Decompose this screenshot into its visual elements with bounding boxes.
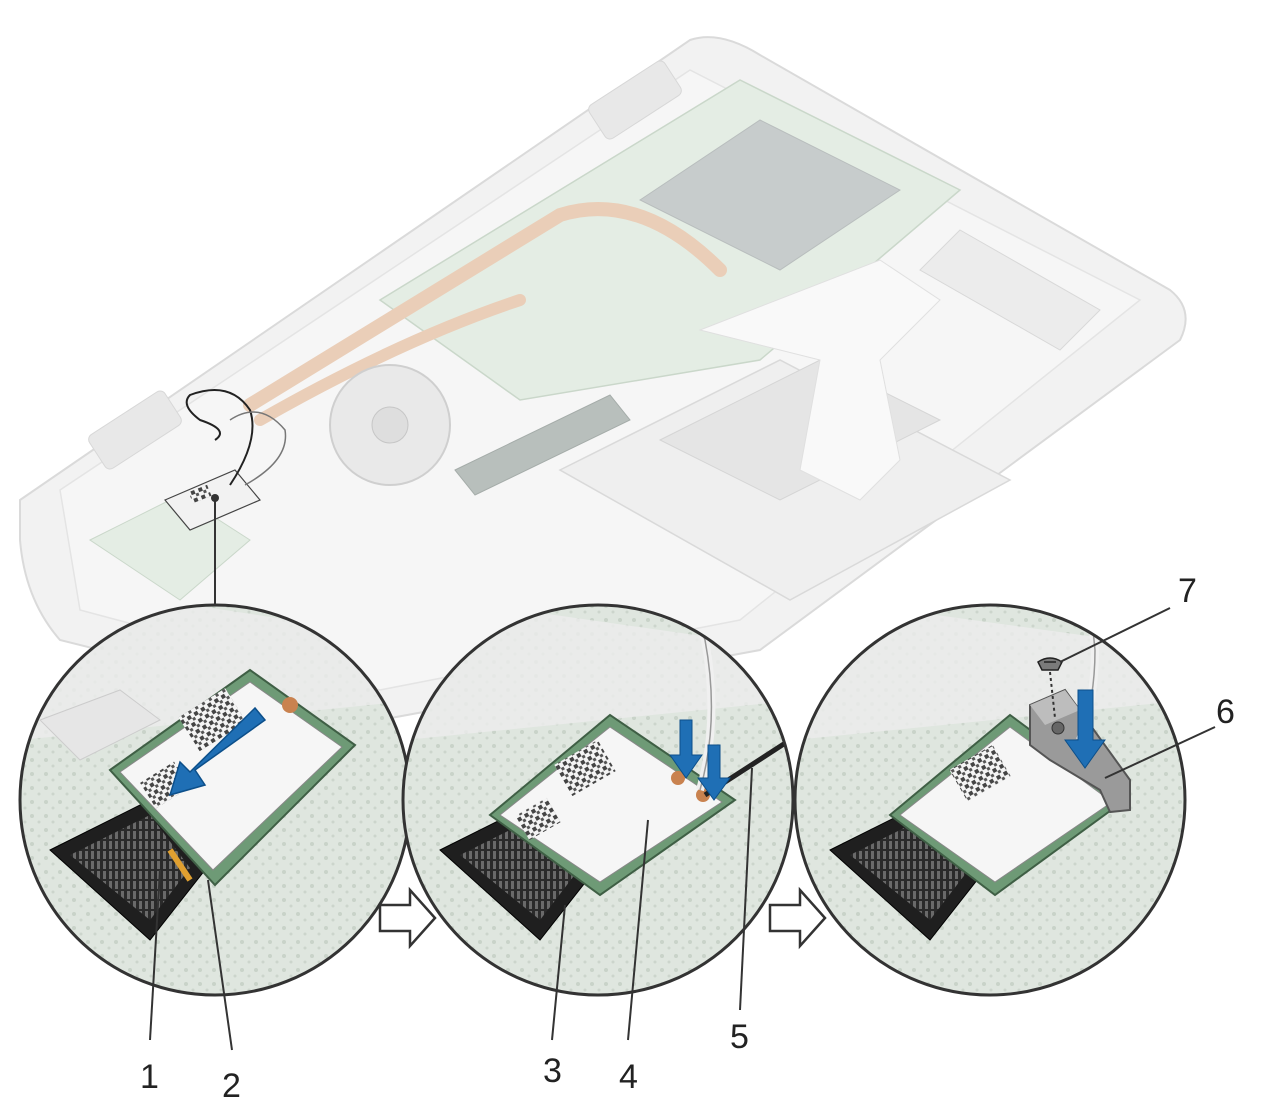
- screw-hole: [1051, 721, 1065, 735]
- screw: [1037, 657, 1063, 671]
- heat-pipe: [243, 202, 727, 412]
- callout-4: 4: [619, 1058, 638, 1096]
- callout-6-leader: [1104, 726, 1216, 779]
- callout-3: 3: [543, 1052, 562, 1090]
- fan-hub: [371, 406, 409, 444]
- callout-7: 7: [1178, 572, 1197, 610]
- ssd-card: [454, 394, 631, 496]
- hinge-left: [88, 390, 182, 470]
- hard-drive: [639, 119, 901, 271]
- antenna-cable-small: [185, 389, 254, 486]
- callout-6: 6: [1216, 693, 1235, 731]
- hinge-right: [588, 60, 682, 140]
- insert-arrow-1: [168, 706, 267, 797]
- zoom-step-1: [18, 603, 412, 997]
- zoom-leader-dot: [211, 494, 219, 502]
- ribbon-cable: [698, 259, 941, 501]
- callout-1-leader: [149, 869, 161, 1041]
- callout-1: 1: [140, 1058, 159, 1096]
- zoom-step-2: [401, 603, 795, 997]
- antenna-cable-small-2: [229, 411, 287, 486]
- press-arrow-b: [697, 744, 731, 801]
- press-arrow-a: [669, 719, 703, 779]
- zoom-step-3: [793, 603, 1187, 997]
- laptop-base: [19, 36, 1187, 722]
- step-arrow-2-to-3: [768, 886, 827, 950]
- callout-2: 2: [222, 1067, 241, 1105]
- callout-4-leader: [627, 819, 649, 1041]
- speaker-right: [919, 229, 1101, 351]
- callout-5-leader: [739, 767, 753, 1011]
- wireless-card-small-qr: [188, 484, 212, 504]
- callout-5: 5: [730, 1018, 749, 1056]
- callout-3-leader: [551, 904, 566, 1041]
- callout-7-leader: [1059, 607, 1171, 663]
- press-arrow-bracket: [1064, 689, 1106, 769]
- step-arrow-1-to-2: [378, 886, 437, 950]
- callout-2-leader: [207, 879, 233, 1051]
- heat-pipe-2: [254, 294, 526, 426]
